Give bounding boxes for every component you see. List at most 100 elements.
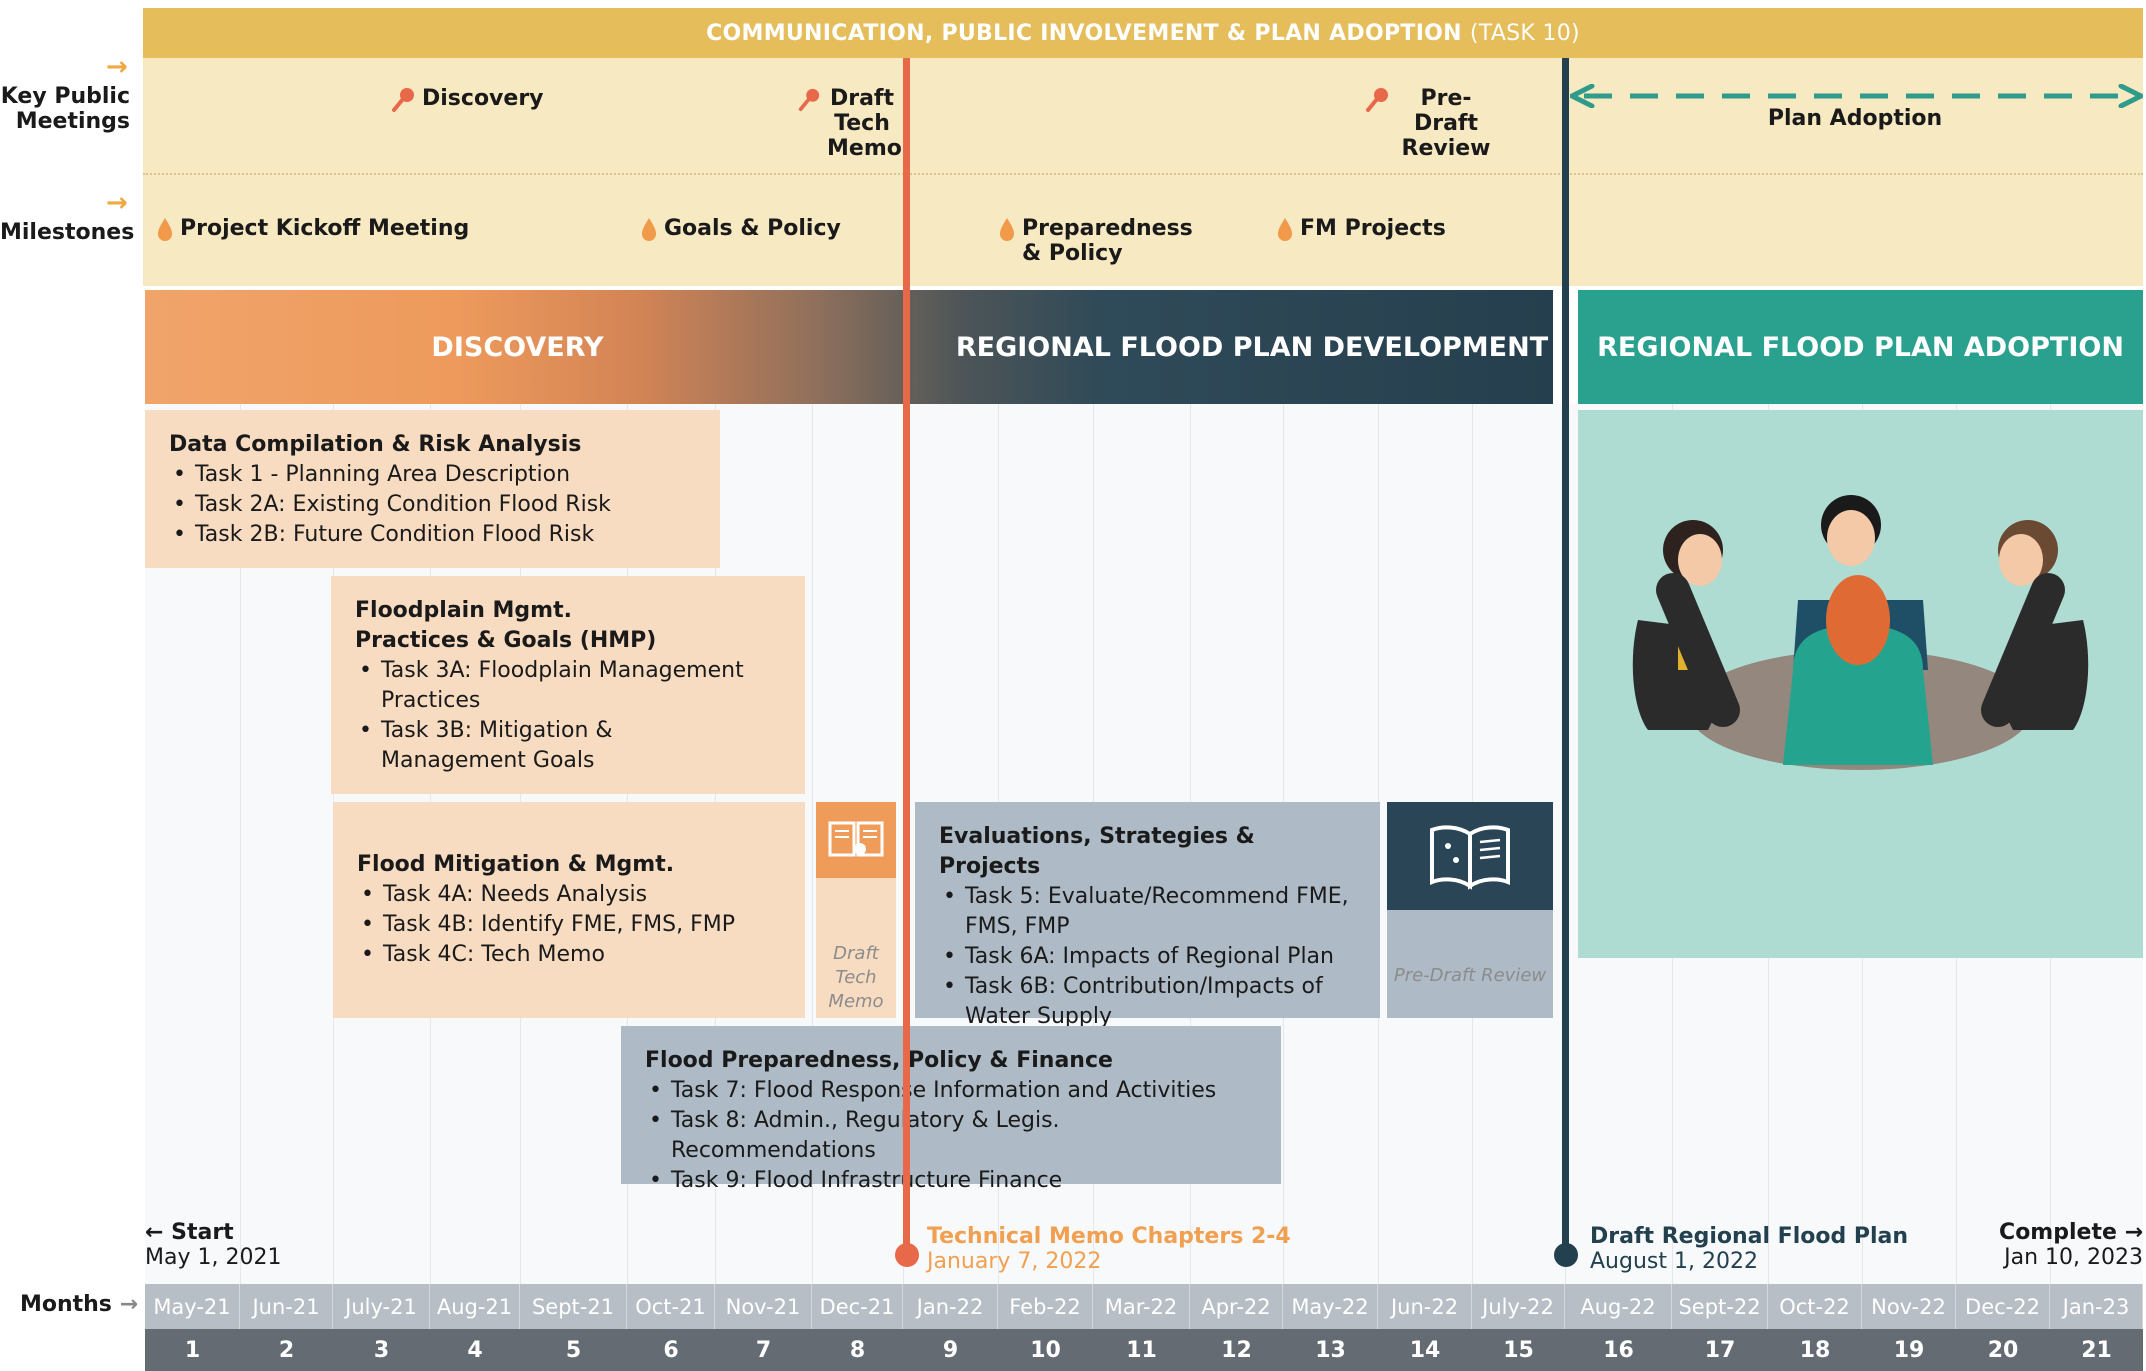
task-item: Task 4C: Tech Memo [361, 940, 781, 970]
grid-line [240, 404, 241, 1284]
month-cell: May-22 [1283, 1284, 1378, 1329]
draft-plan-marker-dot [1554, 1243, 1578, 1267]
drop-icon [1278, 218, 1292, 241]
month-cell: Jun-22 [1378, 1284, 1472, 1329]
box-flood-mitigation: Flood Mitigation & Mgmt. Task 4A: Needs … [333, 802, 805, 1018]
meeting-pre-draft-review: Pre-Draft Review [1364, 86, 1504, 161]
key-public-meetings-label: Key Public Meetings [0, 84, 130, 134]
start-date: May 1, 2021 [145, 1245, 282, 1270]
meetings-milestones-band [143, 58, 2143, 286]
task-item: Task 5: Evaluate/Recommend FME, FMS, FMP [943, 882, 1356, 942]
grid-line [812, 404, 813, 1284]
tech-memo-marker-dot [895, 1243, 919, 1267]
task-item: Task 8: Admin., Regulatory & Legis. Reco… [649, 1106, 1257, 1166]
month-number: 10 [1030, 1337, 1061, 1363]
month-cell: Jan-22 [903, 1284, 998, 1329]
month-number: 1 [184, 1337, 201, 1363]
month-number: 8 [849, 1337, 866, 1363]
month-number: 17 [1704, 1337, 1736, 1363]
month-number: 12 [1221, 1337, 1252, 1363]
month-number: 2 [278, 1337, 295, 1363]
month-number: 18 [1799, 1337, 1831, 1363]
milestone-preparedness-policy: Preparedness & Policy [998, 216, 1198, 266]
month-cell: May-21 [145, 1284, 240, 1329]
plan-adoption-arrow-icon [1570, 84, 2143, 108]
task-item: Task 2B: Future Condition Flood Risk [173, 520, 696, 550]
milestones-arrow-icon: → [106, 188, 128, 218]
task-item: Task 7: Flood Response Information and A… [649, 1076, 1257, 1106]
drop-icon [1000, 218, 1014, 241]
complete-date: Jan 10, 2023 [2004, 1245, 2143, 1270]
task-item: Task 9: Flood Infrastructure Finance [649, 1166, 1257, 1196]
draft-plan-label: Draft Regional Flood Plan [1590, 1224, 1909, 1249]
left-arrow-icon: ← [145, 1220, 164, 1245]
milestone-label: Goals & Policy [664, 216, 841, 241]
tech-memo-marker-line [903, 58, 910, 1256]
task-item: Task 3B: Mitigation & Management Goals [359, 716, 781, 776]
month-cell: Apr-22 [1190, 1284, 1283, 1329]
pin-icon [798, 88, 820, 111]
month-number: 11 [1126, 1337, 1157, 1363]
box-title: Flood Preparedness, Policy & Finance [645, 1048, 1113, 1073]
complete-marker: Complete → Jan 10, 2023 [1940, 1220, 2143, 1270]
open-book-icon [1387, 802, 1553, 910]
box-floodplain: Floodplain Mgmt. Practices & Goals (HMP)… [331, 576, 805, 794]
month-number: 4 [467, 1337, 483, 1363]
milestone-goals-policy: Goals & Policy [640, 216, 841, 242]
box-evaluations: Evaluations, Strategies & Projects Task … [915, 802, 1380, 1029]
month-number: 21 [2081, 1337, 2112, 1363]
tech-memo-marker: Technical Memo Chapters 2-4 January 7, 2… [927, 1224, 1291, 1274]
task-item: Task 4A: Needs Analysis [361, 880, 781, 910]
drop-icon [642, 218, 656, 241]
month-cell: Oct-22 [1768, 1284, 1862, 1329]
month-number: 5 [565, 1337, 582, 1363]
task-item: Task 3A: Floodplain Management Practices [359, 656, 781, 716]
month-cell: July-22 [1472, 1284, 1565, 1329]
month-number: 16 [1603, 1337, 1634, 1363]
month-number: 19 [1893, 1337, 1925, 1363]
phase-adoption-bar: REGIONAL FLOOD PLAN ADOPTION [1578, 290, 2143, 404]
banner-title: COMMUNICATION, PUBLIC INVOLVEMENT & PLAN… [706, 20, 1462, 46]
month-cell: Jun-21 [240, 1284, 333, 1329]
box-title: Evaluations, Strategies & Projects [939, 824, 1255, 879]
month-number: 13 [1315, 1337, 1346, 1363]
meeting-draft-tech-memo: Draft Tech Memo [797, 86, 902, 161]
box-preparedness: Flood Preparedness, Policy & Finance Tas… [621, 1026, 1281, 1196]
milestone-label: FM Projects [1300, 216, 1446, 241]
month-cell: Mar-22 [1093, 1284, 1190, 1329]
meeting-people-icon [1632, 495, 2089, 770]
banner-suffix: (TASK 10) [1469, 20, 1580, 46]
meeting-label: Draft Tech Memo [827, 86, 902, 161]
tech-memo-label: Technical Memo Chapters 2-4 [927, 1224, 1291, 1249]
month-cell: Jan-23 [2050, 1284, 2143, 1329]
month-cell: Nov-21 [715, 1284, 812, 1329]
months-label: Months → [0, 1292, 138, 1317]
task-item: Task 2A: Existing Condition Flood Risk [173, 490, 696, 520]
pin-icon [392, 88, 414, 112]
month-cell: Sept-21 [520, 1284, 627, 1329]
month-cell: Dec-21 [812, 1284, 903, 1329]
month-number: 7 [755, 1337, 772, 1363]
adoption-illustration-panel [1578, 410, 2143, 958]
band-divider [143, 173, 2143, 175]
month-cell: Oct-21 [627, 1284, 715, 1329]
draft-plan-date: August 1, 2022 [1590, 1249, 1758, 1274]
box-data-compilation: Data Compilation & Risk Analysis Task 1 … [145, 410, 720, 568]
phase-development-label: REGIONAL FLOOD PLAN DEVELOPMENT [955, 331, 1549, 363]
milestone-fm-projects: FM Projects [1276, 216, 1446, 242]
tech-memo-date: January 7, 2022 [927, 1249, 1102, 1274]
month-number: 14 [1409, 1337, 1441, 1363]
start-label: Start [171, 1220, 234, 1245]
meeting-label: Discovery [422, 86, 544, 111]
milestone-label: Preparedness & Policy [1022, 216, 1193, 266]
months-label-text: Months [19, 1292, 112, 1317]
meeting-discovery: Discovery [390, 86, 544, 112]
phase-adoption-label: REGIONAL FLOOD PLAN ADOPTION [1597, 331, 2124, 363]
complete-label: Complete [1999, 1220, 2117, 1245]
pre-draft-review-caption: Pre-Draft Review [1393, 965, 1547, 986]
month-number: 6 [663, 1337, 679, 1363]
meeting-label: Pre-Draft Review [1401, 86, 1491, 161]
month-number: 20 [1987, 1337, 2019, 1363]
